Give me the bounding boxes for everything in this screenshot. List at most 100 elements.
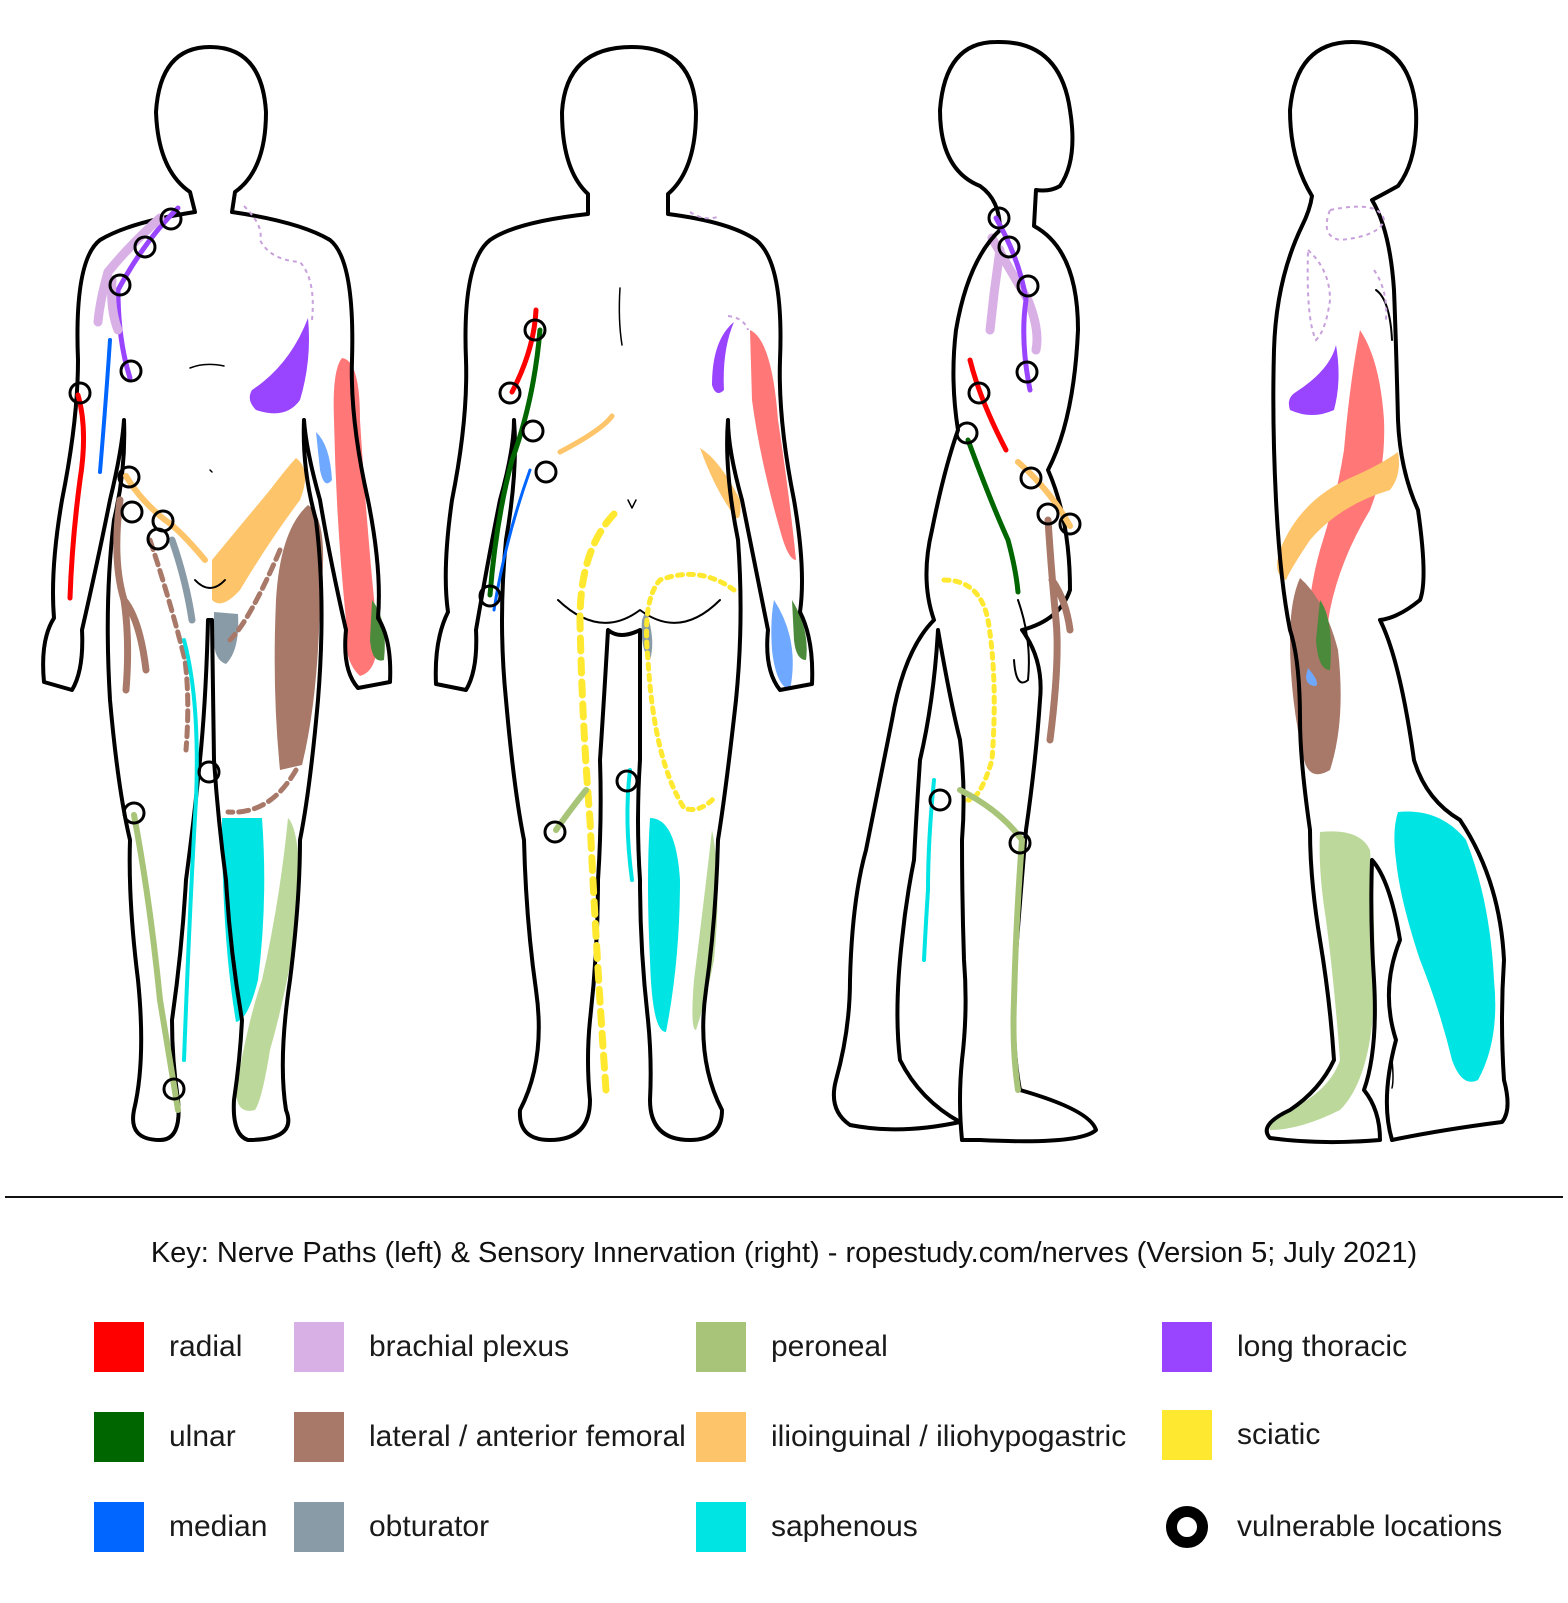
back-saphenous-nerve — [625, 768, 634, 882]
legend-item-ilioinguinal: ilioinguinal / iliohypogastric — [696, 1412, 1126, 1462]
front-saphenous-region — [222, 818, 265, 1022]
legend-swatch-radial — [94, 1322, 144, 1372]
legend: radial ulnar median brachial plexus late… — [0, 1300, 1568, 1600]
legend-swatch-saphenous — [696, 1502, 746, 1552]
front-median-region-arm — [316, 432, 332, 484]
legend-label-obturator: obturator — [369, 1510, 490, 1543]
front-lateral-femoral-region — [274, 505, 324, 770]
legend-swatch-brachial-plexus — [294, 1322, 344, 1372]
front-view-figure — [41, 45, 393, 1142]
legend-label-vulnerable-locations: vulnerable locations — [1237, 1510, 1503, 1543]
back-saphenous-region — [648, 818, 680, 1032]
front-view-nerve-paths — [67, 205, 299, 1113]
back-ulnar-region-hand — [792, 600, 807, 660]
front-view-outline — [41, 45, 393, 1142]
back-view-figure — [433, 45, 815, 1142]
front-ilioinguinal-region — [212, 458, 306, 604]
legend-item-median: median — [94, 1502, 267, 1552]
legend-swatch-long-thoracic — [1162, 1322, 1212, 1372]
legend-label-sciatic: sciatic — [1237, 1418, 1321, 1451]
side-left-ulnar-nerve — [965, 437, 1021, 595]
back-peroneal-region — [692, 830, 718, 1030]
side-left-femoral-nerve — [1044, 516, 1074, 744]
back-vulnerable-locations — [478, 318, 639, 844]
legend-item-radial: radial — [94, 1322, 242, 1372]
side-view-right-figure — [1264, 40, 1510, 1145]
back-view-shading — [641, 322, 807, 1032]
legend-swatch-ulnar — [94, 1412, 144, 1462]
side-left-ilioinguinal-nerve — [1015, 459, 1073, 529]
legend-item-obturator: obturator — [294, 1502, 489, 1552]
front-femoral-nerve — [113, 496, 150, 694]
side-right-ulnar-region-hand — [1316, 600, 1331, 670]
front-radial-nerve — [67, 392, 87, 601]
front-femoral-dashed-knee — [225, 767, 299, 815]
front-femoral-dashed — [147, 537, 283, 753]
front-peroneal-region-shin — [236, 818, 300, 1111]
front-peroneal-nerve — [131, 812, 181, 1113]
legend-swatch-obturator — [294, 1502, 344, 1552]
front-long-thoracic-nerve — [115, 205, 181, 381]
legend-caption: Key: Nerve Paths (left) & Sensory Innerv… — [150, 1237, 1418, 1269]
front-obturator-nerve — [168, 536, 196, 624]
legend-label-peroneal: peroneal — [771, 1330, 888, 1363]
legend-swatch-peroneal — [696, 1322, 746, 1372]
back-long-thoracic-region — [712, 322, 734, 394]
back-ilioinguinal-region — [700, 448, 741, 519]
dashed-brachial-regions — [243, 205, 749, 331]
legend-item-peroneal: peroneal — [696, 1322, 888, 1372]
back-median-nerve — [492, 468, 532, 612]
divider-line — [5, 1196, 1563, 1198]
back-sciatic-dotted — [644, 571, 737, 812]
legend-item-saphenous: saphenous — [696, 1502, 918, 1552]
back-median-region-hand — [771, 600, 793, 690]
front-view-shading — [212, 318, 385, 1111]
legend-swatch-median — [94, 1502, 144, 1552]
side-view-left-figure — [831, 39, 1098, 1144]
side-right-dashed-regions — [1306, 205, 1388, 342]
front-brachial-plexus-nerve — [93, 213, 165, 335]
front-ilioinguinal-nerve — [123, 473, 208, 563]
legend-item-ulnar: ulnar — [94, 1412, 236, 1462]
side-left-vulnerable-locations — [928, 206, 1082, 855]
back-ilioinguinal-nerve — [557, 413, 615, 455]
front-median-nerve — [98, 338, 112, 474]
legend-item-vulnerable-locations: vulnerable locations — [1162, 1502, 1502, 1552]
legend-label-saphenous: saphenous — [771, 1510, 918, 1543]
front-radial-region-arm — [333, 358, 378, 676]
side-left-saphenous-nerve — [922, 778, 936, 962]
front-obturator-region — [214, 612, 239, 664]
side-left-sciatic-dotted — [941, 577, 997, 803]
legend-label-lateral-anterior-femoral: lateral / anterior femoral — [369, 1420, 686, 1453]
legend-label-radial: radial — [169, 1330, 243, 1363]
legend-item-lateral-anterior-femoral: lateral / anterior femoral — [294, 1412, 686, 1462]
side-left-nerve-paths — [922, 215, 1074, 1093]
back-ulnar-nerve — [487, 327, 543, 598]
nerve-diagram — [41, 39, 1510, 1145]
back-radial-region-arm — [750, 330, 796, 560]
legend-swatch-lateral-anterior-femoral — [294, 1412, 344, 1462]
side-right-peroneal-region — [1269, 831, 1375, 1130]
vulnerable-location-ring-icon — [1166, 1506, 1208, 1548]
front-ulnar-region-hand — [370, 600, 385, 661]
back-view-nerve-paths — [487, 307, 737, 1094]
legend-item-sciatic: sciatic — [1162, 1410, 1320, 1460]
side-right-ilioinguinal-region — [1277, 452, 1399, 580]
side-left-outline — [831, 39, 1098, 1144]
legend-label-ulnar: ulnar — [169, 1420, 236, 1453]
front-vulnerable-locations — [68, 207, 221, 1101]
legend-label-long-thoracic: long thoracic — [1237, 1330, 1408, 1363]
legend-item-brachial-plexus: brachial plexus — [294, 1322, 569, 1372]
legend-label-ilioinguinal: ilioinguinal / iliohypogastric — [771, 1420, 1127, 1453]
legend-swatch-ilioinguinal — [696, 1412, 746, 1462]
front-long-thoracic-region — [249, 318, 309, 414]
side-left-peroneal-nerve — [957, 787, 1026, 1093]
back-peroneal-nerve — [553, 787, 589, 833]
legend-label-brachial-plexus: brachial plexus — [369, 1330, 570, 1363]
legend-label-median: median — [169, 1510, 268, 1543]
side-right-shading — [1269, 330, 1496, 1130]
side-right-median-region-hand — [1306, 668, 1317, 686]
side-right-long-thoracic-region — [1288, 345, 1339, 415]
legend-item-long-thoracic: long thoracic — [1162, 1322, 1407, 1372]
back-sciatic-nerve — [576, 510, 618, 1094]
